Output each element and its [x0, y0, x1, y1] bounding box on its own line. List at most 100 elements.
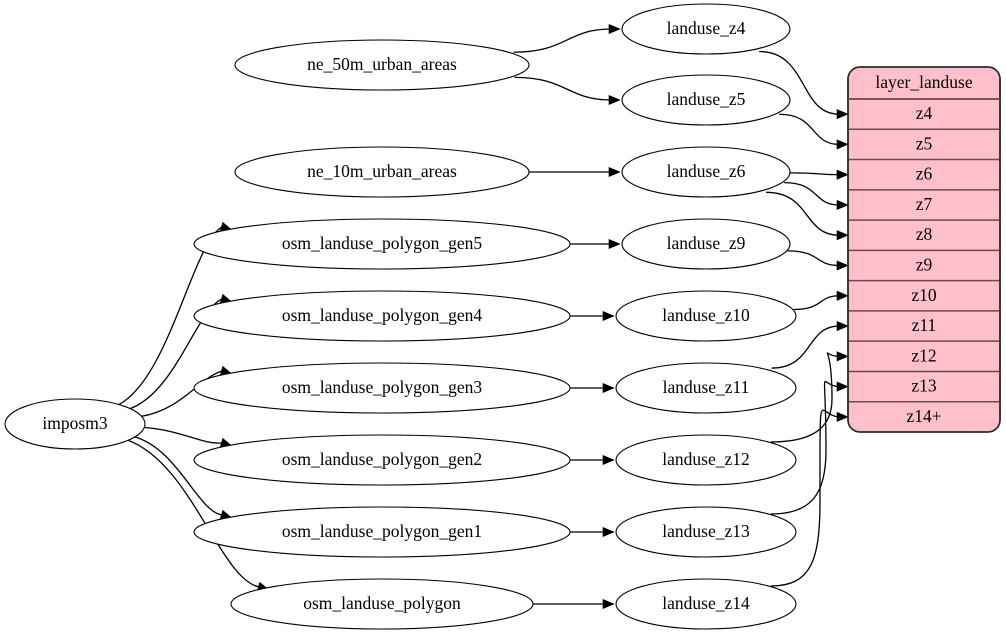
- row-label: z13: [911, 376, 937, 396]
- intermediate-node-ellipse[interactable]: [615, 506, 797, 558]
- node-osm_landuse_polygon_gen4[interactable]: osm_landuse_polygon_gen4: [193, 290, 571, 342]
- node-label: osm_landuse_polygon_gen3: [282, 377, 483, 397]
- node-landuse_z11[interactable]: landuse_z11: [615, 362, 797, 414]
- origin-node-ellipse[interactable]: [193, 362, 571, 414]
- layer-table-row-z10[interactable]: z10: [848, 281, 1000, 311]
- node-label: landuse_z6: [667, 161, 746, 181]
- layer-table-row-z13[interactable]: z13: [848, 371, 1000, 401]
- origin-node-ellipse[interactable]: [193, 218, 571, 270]
- node-osm_landuse_polygon_gen1[interactable]: osm_landuse_polygon_gen1: [193, 506, 571, 558]
- edge-arrowhead: [836, 139, 849, 150]
- layer-table-row-z4[interactable]: z4: [848, 99, 1000, 129]
- node-label: osm_landuse_polygon_gen4: [282, 305, 483, 325]
- row-label: z8: [916, 224, 933, 244]
- node-osm_landuse_polygon[interactable]: osm_landuse_polygon: [230, 578, 534, 630]
- edge-arrowhead: [602, 310, 615, 322]
- intermediate-node-ellipse[interactable]: [615, 290, 797, 342]
- edge-landuse_z10-to-row-z10: [793, 295, 840, 311]
- edge-imposm3-to-osm_landuse_polygon_gen2: [142, 426, 223, 444]
- node-ne_10m_urban_areas[interactable]: ne_10m_urban_areas: [234, 146, 530, 198]
- edge-imposm3-to-osm_landuse_polygon: [126, 439, 260, 588]
- edge-imposm3-to-osm_landuse_polygon_gen3: [140, 370, 223, 418]
- edge-landuse_z11-to-row-z11: [771, 325, 840, 369]
- intermediate-node-ellipse[interactable]: [621, 74, 791, 126]
- edge-arrowhead: [608, 238, 621, 250]
- edge-landuse_z6-to-row-z7: [784, 181, 840, 206]
- edge-arrowhead: [602, 454, 615, 466]
- edge-arrowhead: [608, 94, 621, 106]
- source-node-ellipse[interactable]: [4, 398, 146, 450]
- node-landuse_z14[interactable]: landuse_z14: [615, 578, 797, 630]
- node-label: landuse_z12: [662, 449, 749, 469]
- node-landuse_z9[interactable]: landuse_z9: [621, 218, 791, 270]
- intermediate-node-ellipse[interactable]: [615, 362, 797, 414]
- edge-landuse_z6-to-row-z8: [766, 191, 840, 236]
- origin-node-ellipse[interactable]: [193, 290, 571, 342]
- origin-node-ellipse[interactable]: [234, 39, 530, 91]
- intermediate-node-ellipse[interactable]: [615, 434, 797, 486]
- node-label: landuse_z11: [663, 377, 750, 397]
- edge-ne_50m_urban_areas-to-landuse_z5: [514, 76, 612, 101]
- layer-table-row-z6[interactable]: z6: [848, 160, 1000, 190]
- row-label: z5: [916, 133, 933, 153]
- node-label: osm_landuse_polygon_gen1: [282, 521, 482, 541]
- intermediate-node-ellipse[interactable]: [621, 3, 791, 55]
- node-label: landuse_z13: [662, 521, 750, 541]
- origin-node-ellipse[interactable]: [230, 578, 534, 630]
- edge-arrowhead: [836, 290, 849, 301]
- node-osm_landuse_polygon_gen2[interactable]: osm_landuse_polygon_gen2: [193, 434, 571, 486]
- node-landuse_z10[interactable]: landuse_z10: [615, 290, 797, 342]
- intermediate-node-ellipse[interactable]: [615, 578, 797, 630]
- layer-table-row-z7[interactable]: z7: [848, 190, 1000, 220]
- edge-arrowhead: [836, 381, 849, 392]
- edge-landuse_z13-to-row-z13: [770, 380, 840, 515]
- layer-table-row-z9[interactable]: z9: [848, 250, 1000, 280]
- edge-arrowhead: [836, 169, 849, 180]
- layer-table-row-z12[interactable]: z12: [848, 341, 1000, 371]
- node-ne_50m_urban_areas[interactable]: ne_50m_urban_areas: [234, 39, 530, 91]
- node-imposm3[interactable]: imposm3: [4, 398, 146, 450]
- intermediate-node-ellipse[interactable]: [621, 146, 791, 198]
- node-landuse_z12[interactable]: landuse_z12: [615, 434, 797, 486]
- node-osm_landuse_polygon_gen5[interactable]: osm_landuse_polygon_gen5: [193, 218, 571, 270]
- edge-arrowhead: [602, 598, 615, 610]
- row-label: z10: [911, 285, 937, 305]
- edge-ne_50m_urban_areas-to-landuse_z4: [513, 28, 612, 53]
- origin-node-ellipse[interactable]: [193, 506, 571, 558]
- layer-table-row-z5[interactable]: z5: [848, 129, 1000, 159]
- node-landuse_z5[interactable]: landuse_z5: [621, 74, 791, 126]
- edge-arrowhead: [836, 230, 849, 241]
- row-label: z4: [916, 103, 933, 123]
- node-osm_landuse_polygon_gen3[interactable]: osm_landuse_polygon_gen3: [193, 362, 571, 414]
- node-label: landuse_z14: [662, 593, 750, 613]
- node-label: osm_landuse_polygon: [303, 593, 461, 613]
- node-label: osm_landuse_polygon_gen5: [282, 233, 483, 253]
- edge-arrowhead: [608, 166, 621, 178]
- layer-table-row-z8[interactable]: z8: [848, 220, 1000, 250]
- edge-landuse_z14-to-row-z14+: [770, 409, 840, 587]
- edge-landuse_z12-to-row-z12: [770, 352, 840, 443]
- layer-table-row-z11[interactable]: z11: [848, 311, 1000, 341]
- node-landuse_z4[interactable]: landuse_z4: [621, 3, 791, 55]
- node-landuse_z6[interactable]: landuse_z6: [621, 146, 791, 198]
- edge-arrowhead: [836, 199, 849, 211]
- edge-arrowhead: [836, 320, 849, 332]
- intermediate-node-ellipse[interactable]: [621, 218, 791, 270]
- origin-node-ellipse[interactable]: [193, 434, 571, 486]
- origin-node-ellipse[interactable]: [234, 146, 530, 198]
- layer-table-header-label: layer_landuse: [875, 72, 972, 92]
- edge-arrowhead: [836, 260, 849, 271]
- layer-table-row-z14+[interactable]: z14+: [848, 402, 1000, 432]
- row-label: z6: [916, 164, 933, 184]
- node-label: landuse_z9: [667, 233, 746, 253]
- edge-arrowhead: [836, 411, 849, 422]
- node-landuse_z13[interactable]: landuse_z13: [615, 506, 797, 558]
- edge-arrowhead: [602, 382, 615, 394]
- node-label: landuse_z5: [667, 89, 746, 109]
- edge-landuse_z4-to-row-z4: [759, 50, 840, 115]
- node-label: ne_50m_urban_areas: [307, 54, 457, 74]
- node-label: imposm3: [42, 413, 107, 433]
